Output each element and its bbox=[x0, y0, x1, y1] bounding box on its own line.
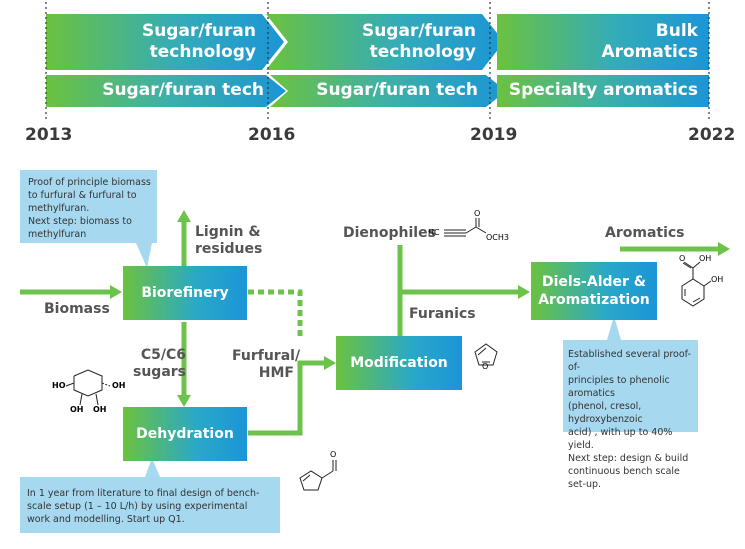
diels-alder-box: Diels-Alder & Aromatization bbox=[531, 262, 657, 320]
biomass-label: Biomass bbox=[44, 301, 110, 317]
lignin-label: Lignin & residues bbox=[195, 224, 263, 257]
dehydration-box: Dehydration bbox=[123, 407, 247, 461]
sugar-label-oh1: OH bbox=[112, 381, 126, 390]
timeline-row2-label-1: Sugar/furan tech bbox=[102, 80, 264, 100]
furan-o: O bbox=[482, 362, 489, 371]
note-biorefinery-bg bbox=[20, 170, 157, 268]
salicylic-oh2: OH bbox=[711, 275, 724, 284]
alkyne-och3: OCH3 bbox=[486, 233, 509, 242]
timeline-row2-label-3: Specialty aromatics bbox=[508, 80, 698, 100]
furfural-hmf-label: Furfural/ HMF bbox=[232, 348, 301, 381]
timeline-bar-6 bbox=[497, 75, 709, 107]
timeline-bar-3 bbox=[497, 14, 709, 70]
timeline-bar-5 bbox=[270, 75, 506, 107]
diels-note: Established several proof-of- principles… bbox=[568, 349, 691, 490]
salicylic-oh1: OH bbox=[699, 254, 712, 263]
year-2016: 2016 bbox=[248, 125, 296, 145]
furfural-o: O bbox=[330, 450, 337, 459]
c5c6-label: C5/C6 sugars bbox=[133, 347, 187, 380]
dehydration-note: In 1 year from literature to final desig… bbox=[27, 488, 260, 525]
biorefinery-note: Proof of principle biomass to furfural &… bbox=[28, 177, 151, 240]
timeline-bar-4 bbox=[46, 75, 286, 107]
aromatics-label: Aromatics bbox=[605, 225, 685, 241]
dienophiles-label: Dienophiles bbox=[343, 225, 436, 241]
biorefinery-box: Biorefinery bbox=[123, 266, 247, 320]
alkyne-hc: HC bbox=[428, 228, 440, 237]
alkyne-molecule bbox=[444, 218, 487, 237]
timeline-row1-label-2: Sugar/furan technology bbox=[361, 21, 476, 62]
modification-box: Modification bbox=[336, 336, 462, 390]
note-dehydration-bg bbox=[20, 458, 280, 533]
year-2013: 2013 bbox=[25, 125, 73, 145]
sugar-label-oh2: OH bbox=[70, 405, 84, 414]
salicylic-o: O bbox=[679, 254, 686, 263]
timeline-row1-label-1: Sugar/furan technology bbox=[141, 21, 256, 62]
timeline-row1-label-3: Bulk Aromatics bbox=[601, 21, 698, 62]
furfural-molecule bbox=[299, 460, 337, 491]
timeline-row2-label-2: Sugar/furan tech bbox=[316, 80, 478, 100]
timeline-bar-1 bbox=[46, 14, 284, 70]
note-diels-bg bbox=[563, 316, 698, 432]
alkyne-o: O bbox=[474, 209, 481, 218]
timeline-bar-2 bbox=[266, 14, 504, 70]
sugar-molecule bbox=[65, 369, 111, 406]
sugar-label-ho: HO bbox=[52, 381, 66, 390]
furanics-label: Furanics bbox=[409, 306, 476, 322]
furan-molecule bbox=[474, 343, 498, 366]
sugar-label-oh3: OH bbox=[93, 405, 107, 414]
year-2019: 2019 bbox=[470, 125, 518, 145]
year-2022: 2022 bbox=[688, 125, 736, 145]
salicylic-molecule bbox=[681, 261, 712, 307]
